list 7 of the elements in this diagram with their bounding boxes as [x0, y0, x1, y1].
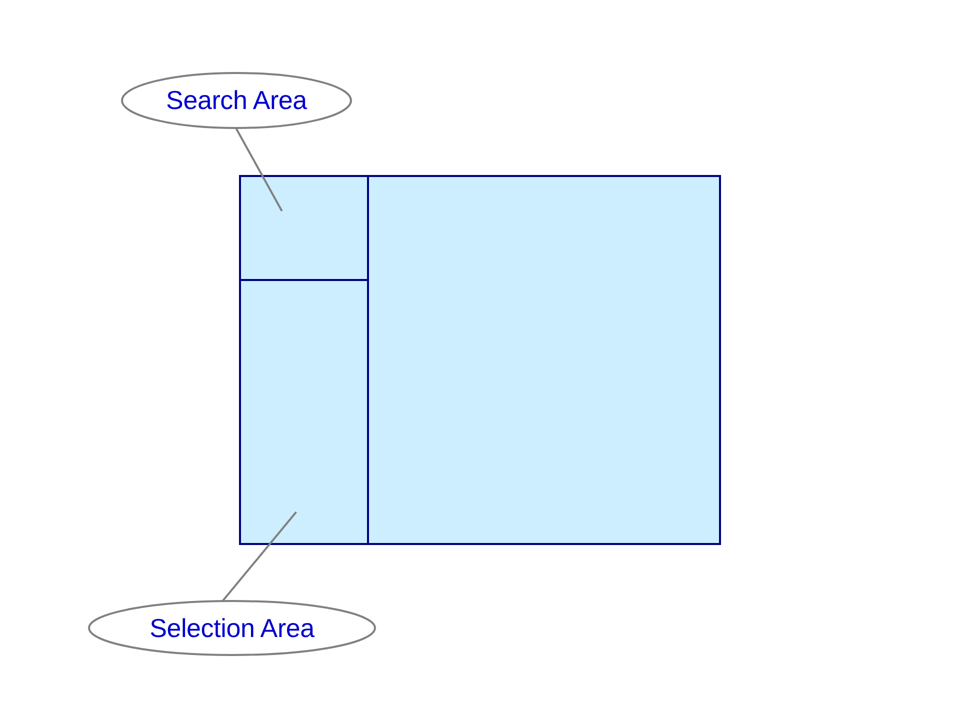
window-frame — [239, 175, 721, 545]
leader-line — [235, 128, 283, 212]
callout-ellipse — [88, 600, 376, 656]
callout-ellipse — [121, 72, 352, 129]
callout-label: Search Area — [166, 85, 307, 116]
callout-label: Selection Area — [150, 612, 314, 644]
leader-line — [222, 511, 297, 602]
